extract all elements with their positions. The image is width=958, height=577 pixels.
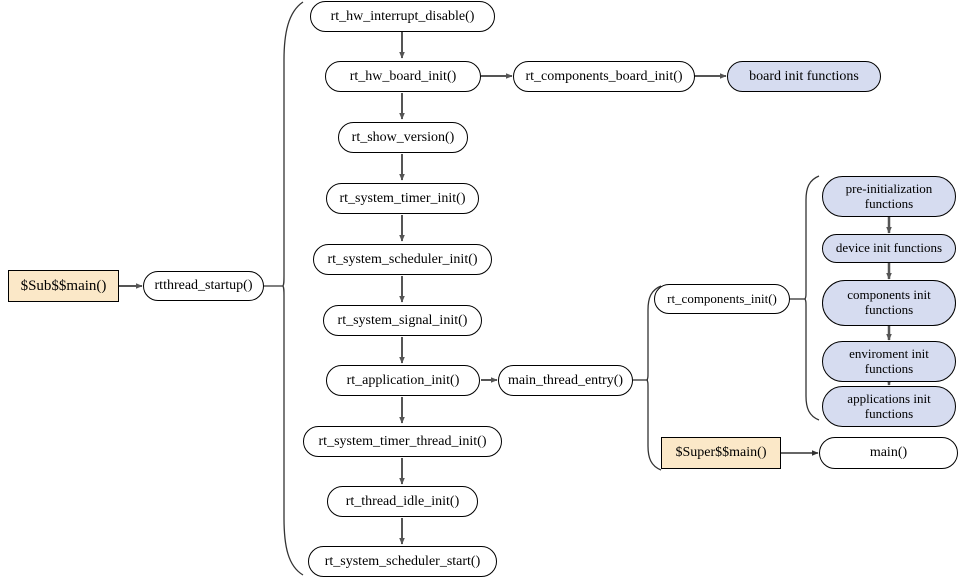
node-rtthread-startup[interactable]: rtthread_startup() — [143, 271, 264, 301]
node-rt-system-timer-init[interactable]: rt_system_timer_init() — [326, 183, 479, 214]
node-board-init-functions[interactable]: board init functions — [727, 61, 881, 92]
node-enviroment-init-functions[interactable]: enviroment init functions — [822, 341, 956, 382]
node-rt-system-scheduler-start[interactable]: rt_system_scheduler_start() — [308, 546, 497, 577]
node-rt-components-init[interactable]: rt_components_init() — [654, 284, 790, 314]
brace-startup-sequence — [282, 1, 304, 576]
node-device-init-functions[interactable]: device init functions — [822, 234, 956, 263]
node-rt-application-init[interactable]: rt_application_init() — [326, 365, 480, 396]
node-rt-hw-interrupt-disable[interactable]: rt_hw_interrupt_disable() — [310, 1, 495, 32]
node-sub-main[interactable]: $Sub$$main() — [8, 270, 119, 302]
node-rt-hw-board-init[interactable]: rt_hw_board_init() — [325, 61, 481, 92]
node-rt-system-signal-init[interactable]: rt_system_signal_init() — [323, 305, 482, 336]
brace-init-functions — [804, 175, 820, 421]
node-rt-components-board-init[interactable]: rt_components_board_init() — [513, 61, 695, 92]
node-main[interactable]: main() — [819, 437, 958, 469]
node-rt-thread-idle-init[interactable]: rt_thread_idle_init() — [327, 486, 478, 517]
brace-main-thread-entry — [646, 285, 662, 471]
node-pre-initialization-functions[interactable]: pre-initialization functions — [822, 176, 956, 217]
node-main-thread-entry[interactable]: main_thread_entry() — [498, 365, 633, 396]
node-rt-show-version[interactable]: rt_show_version() — [338, 122, 468, 153]
node-components-init-functions[interactable]: components init functions — [822, 280, 956, 326]
node-applications-init-functions[interactable]: applications init functions — [822, 386, 956, 427]
node-super-main[interactable]: $Super$$main() — [661, 437, 781, 469]
node-rt-system-scheduler-init[interactable]: rt_system_scheduler_init() — [313, 244, 492, 275]
node-rt-system-timer-thread-init[interactable]: rt_system_timer_thread_init() — [303, 426, 502, 457]
